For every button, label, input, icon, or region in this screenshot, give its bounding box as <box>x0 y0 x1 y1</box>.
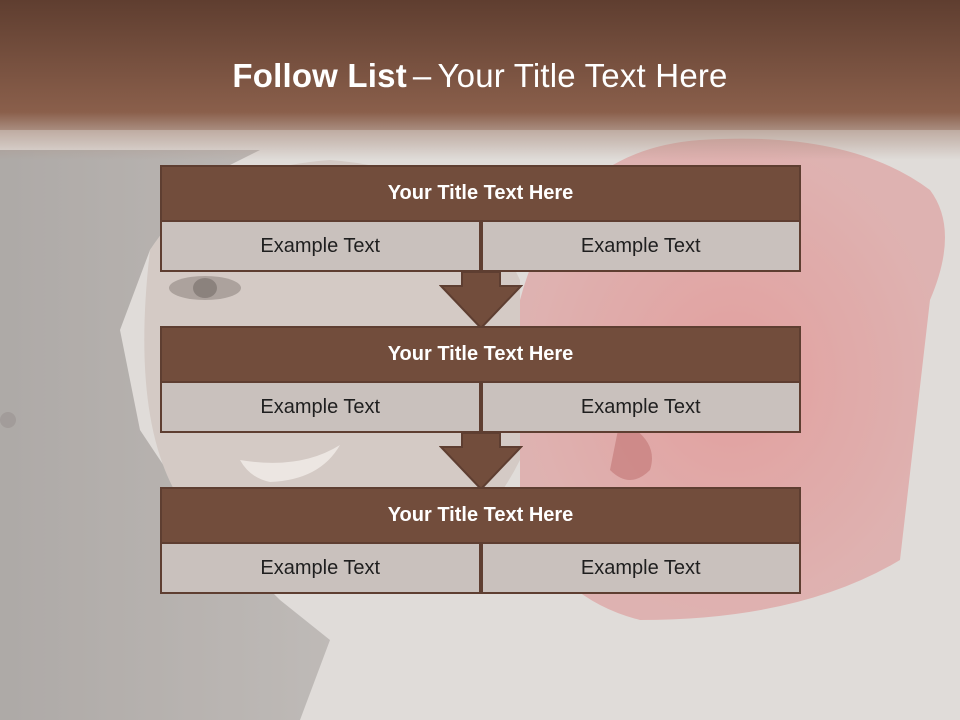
block-cell-left: Example Text <box>160 383 481 433</box>
block-cell-right: Example Text <box>480 544 801 594</box>
slide-title: Follow List–Your Title Text Here <box>0 52 960 100</box>
block-cell-right: Example Text <box>480 222 801 272</box>
list-block-3: Your Title Text Here Example Text Exampl… <box>160 487 801 594</box>
title-rest: Your Title Text Here <box>437 57 728 94</box>
block-cell-left: Example Text <box>160 222 481 272</box>
block-title: Your Title Text Here <box>160 487 801 544</box>
list-block-2: Your Title Text Here Example Text Exampl… <box>160 326 801 433</box>
block-cell-right: Example Text <box>480 383 801 433</box>
list-block-1: Your Title Text Here Example Text Exampl… <box>160 165 801 272</box>
title-dash: – <box>412 57 432 94</box>
block-title: Your Title Text Here <box>160 165 801 222</box>
block-row: Example Text Example Text <box>160 383 801 433</box>
block-row: Example Text Example Text <box>160 222 801 272</box>
down-arrow-icon <box>439 271 523 330</box>
block-title: Your Title Text Here <box>160 326 801 383</box>
title-bold: Follow List <box>232 57 407 94</box>
block-row: Example Text Example Text <box>160 544 801 594</box>
down-arrow-icon <box>439 432 523 491</box>
block-cell-left: Example Text <box>160 544 481 594</box>
